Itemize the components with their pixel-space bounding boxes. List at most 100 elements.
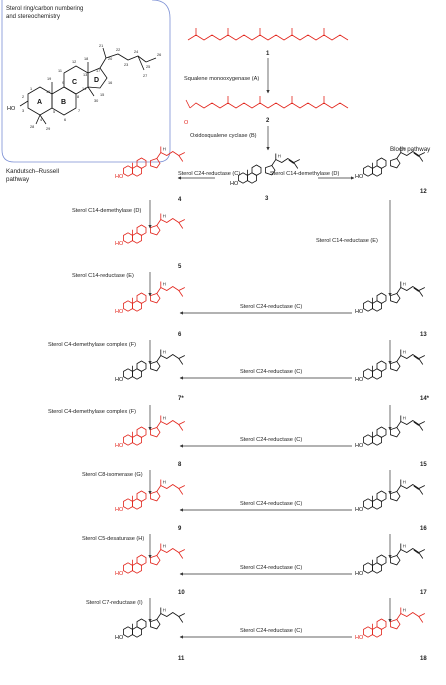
structure-compound-17: H HO bbox=[355, 543, 425, 577]
carbon-27: 27 bbox=[143, 74, 147, 78]
compound-9-label: 9 bbox=[178, 526, 182, 532]
enzyme-squalene-monooxygenase: Squalene monooxygenase (A) bbox=[184, 76, 259, 82]
compound-18-label: 18 bbox=[420, 656, 427, 662]
enzyme-c24-15-8: Sterol C24-reductase (C) bbox=[240, 437, 302, 443]
hydroxyl-label: HO bbox=[115, 174, 124, 180]
structure-compound-6: H HO bbox=[115, 281, 185, 315]
h-label: H bbox=[163, 480, 166, 485]
carbon-30: 30 bbox=[94, 99, 98, 103]
carbon-20: 20 bbox=[108, 57, 112, 61]
compound-17-label: 17 bbox=[420, 590, 427, 596]
hydroxyl-label: HO bbox=[355, 174, 364, 180]
structure-compound-7star: HHO bbox=[115, 349, 185, 383]
hydroxyl-label: HO bbox=[355, 443, 364, 449]
compound-4-label: 4 bbox=[178, 197, 182, 203]
structure-compound-18: H HO bbox=[355, 607, 425, 641]
h-label: H bbox=[403, 416, 406, 421]
enzyme-c14-reductase-5-6: Sterol C14-reductase (E) bbox=[72, 273, 134, 279]
compound-12-label: 12 bbox=[420, 189, 427, 195]
oxidosqualene-o: O bbox=[184, 120, 189, 126]
compound-14star-label: 14* bbox=[420, 396, 430, 402]
ring-d-label: D bbox=[94, 77, 99, 84]
hydroxyl-label: HO bbox=[355, 309, 364, 315]
structure-compound-16: HHO bbox=[355, 479, 425, 513]
structure-compound-13: HHO bbox=[355, 281, 425, 315]
compound-13-label: 13 bbox=[420, 332, 427, 338]
compound-8-label: 8 bbox=[178, 462, 182, 468]
carbon-5: 5 bbox=[53, 110, 55, 114]
hydroxyl-label: HO bbox=[355, 571, 364, 577]
oxidosqualene-structure bbox=[185, 96, 349, 109]
compound-6-label: 6 bbox=[178, 332, 182, 338]
sterol-structures: HHO3HHO4HHO5HHO6HHO7*HHO8HHO9HHO10HHO11H… bbox=[115, 146, 430, 662]
compound-3-label: 3 bbox=[265, 196, 269, 202]
compound-5-label: 5 bbox=[178, 264, 182, 270]
carbon-19: 19 bbox=[47, 77, 51, 81]
enzyme-c4-demethylase-6-7: Sterol C4-demethylase complex (F) bbox=[48, 342, 136, 348]
h-label: H bbox=[403, 480, 406, 485]
structure-compound-12: HHO bbox=[355, 146, 425, 180]
structure-compound-15: H HO bbox=[355, 415, 425, 449]
carbon-29: 29 bbox=[46, 127, 50, 131]
enzyme-c24-16-9: Sterol C24-reductase (C) bbox=[240, 501, 302, 507]
hydroxyl-label: HO bbox=[115, 635, 124, 641]
enzyme-c14-demethylase-3-12: Sterol C14-demethylase (D) bbox=[270, 171, 339, 177]
kr-pathway-label-2: pathway bbox=[6, 176, 30, 183]
compound-16-label: 16 bbox=[420, 526, 427, 532]
carbon-7: 7 bbox=[78, 109, 80, 113]
compound-10-label: 10 bbox=[178, 590, 185, 596]
compound-7star-label: 7* bbox=[178, 396, 184, 402]
h-label: H bbox=[163, 350, 166, 355]
enzyme-c24-18-11: Sterol C24-reductase (C) bbox=[240, 628, 302, 634]
inset-title-line1: Sterol ring/carbon numbering bbox=[6, 6, 83, 12]
carbon-8: 8 bbox=[77, 95, 79, 99]
carbon-9: 9 bbox=[62, 81, 64, 85]
hydroxyl-label: HO bbox=[115, 309, 124, 315]
ring-b-label: B bbox=[61, 99, 66, 106]
enzyme-c5-desaturase: Sterol C5-desaturase (H) bbox=[82, 536, 144, 542]
hydroxyl-label: HO bbox=[355, 377, 364, 383]
carbon-21: 21 bbox=[99, 44, 103, 48]
enzyme-c24-17-10: Sterol C24-reductase (C) bbox=[240, 565, 302, 571]
hydroxyl-label: HO bbox=[115, 507, 124, 513]
enzyme-c14-reductase-12-13: Sterol C14-reductase (E) bbox=[316, 238, 378, 244]
structure-compound-4: HHO bbox=[115, 146, 185, 180]
enzyme-c24-reductase-3-4: Sterol C24-reductase (C) bbox=[178, 171, 240, 177]
carbon-17: 17 bbox=[96, 69, 100, 73]
ring-a-label: A bbox=[37, 99, 42, 106]
carbon-18: 18 bbox=[84, 57, 88, 61]
hydroxyl-label: HO bbox=[115, 571, 124, 577]
carbon-23: 23 bbox=[124, 63, 128, 67]
h-label: H bbox=[278, 154, 281, 159]
numbered-sterol-skeleton: A B C D 1 2 3 4 5 6 7 8 9 10 11 12 13 14… bbox=[7, 44, 161, 131]
enzyme-c4-demethylase-7-8: Sterol C4-demethylase complex (F) bbox=[48, 409, 136, 415]
pathway-arrows bbox=[148, 176, 392, 639]
structure-compound-10: H HO bbox=[115, 543, 185, 577]
hydroxyl-label: HO bbox=[355, 635, 364, 641]
carbon-24: 24 bbox=[134, 50, 138, 54]
compound-15-label: 15 bbox=[420, 462, 427, 468]
carbon-26: 26 bbox=[157, 53, 161, 57]
compound-1-label: 1 bbox=[266, 51, 270, 57]
structure-compound-5: HHO bbox=[115, 213, 185, 247]
carbon-11: 11 bbox=[58, 69, 62, 73]
h-label: H bbox=[403, 608, 406, 613]
carbon-12: 12 bbox=[72, 60, 76, 64]
hydroxyl-label: HO bbox=[230, 181, 239, 187]
carbon-3: 3 bbox=[22, 109, 24, 113]
carbon-2: 2 bbox=[22, 95, 24, 99]
carbon-22: 22 bbox=[116, 48, 120, 52]
numbering-inset: Sterol ring/carbon numbering and stereoc… bbox=[1, 0, 171, 163]
h-label: H bbox=[163, 416, 166, 421]
enzyme-c7-reductase: Sterol C7-reductase (I) bbox=[86, 600, 143, 606]
h-label: H bbox=[403, 350, 406, 355]
structure-compound-3: H HO bbox=[230, 153, 300, 187]
h-label: H bbox=[163, 282, 166, 287]
h-label: H bbox=[403, 544, 406, 549]
h-label: H bbox=[163, 544, 166, 549]
carbon-25: 25 bbox=[146, 65, 150, 69]
compound-11-label: 11 bbox=[178, 656, 185, 662]
structure-compound-8: HHO bbox=[115, 415, 185, 449]
carbon-14: 14 bbox=[82, 87, 86, 91]
carbon-10: 10 bbox=[46, 90, 50, 94]
